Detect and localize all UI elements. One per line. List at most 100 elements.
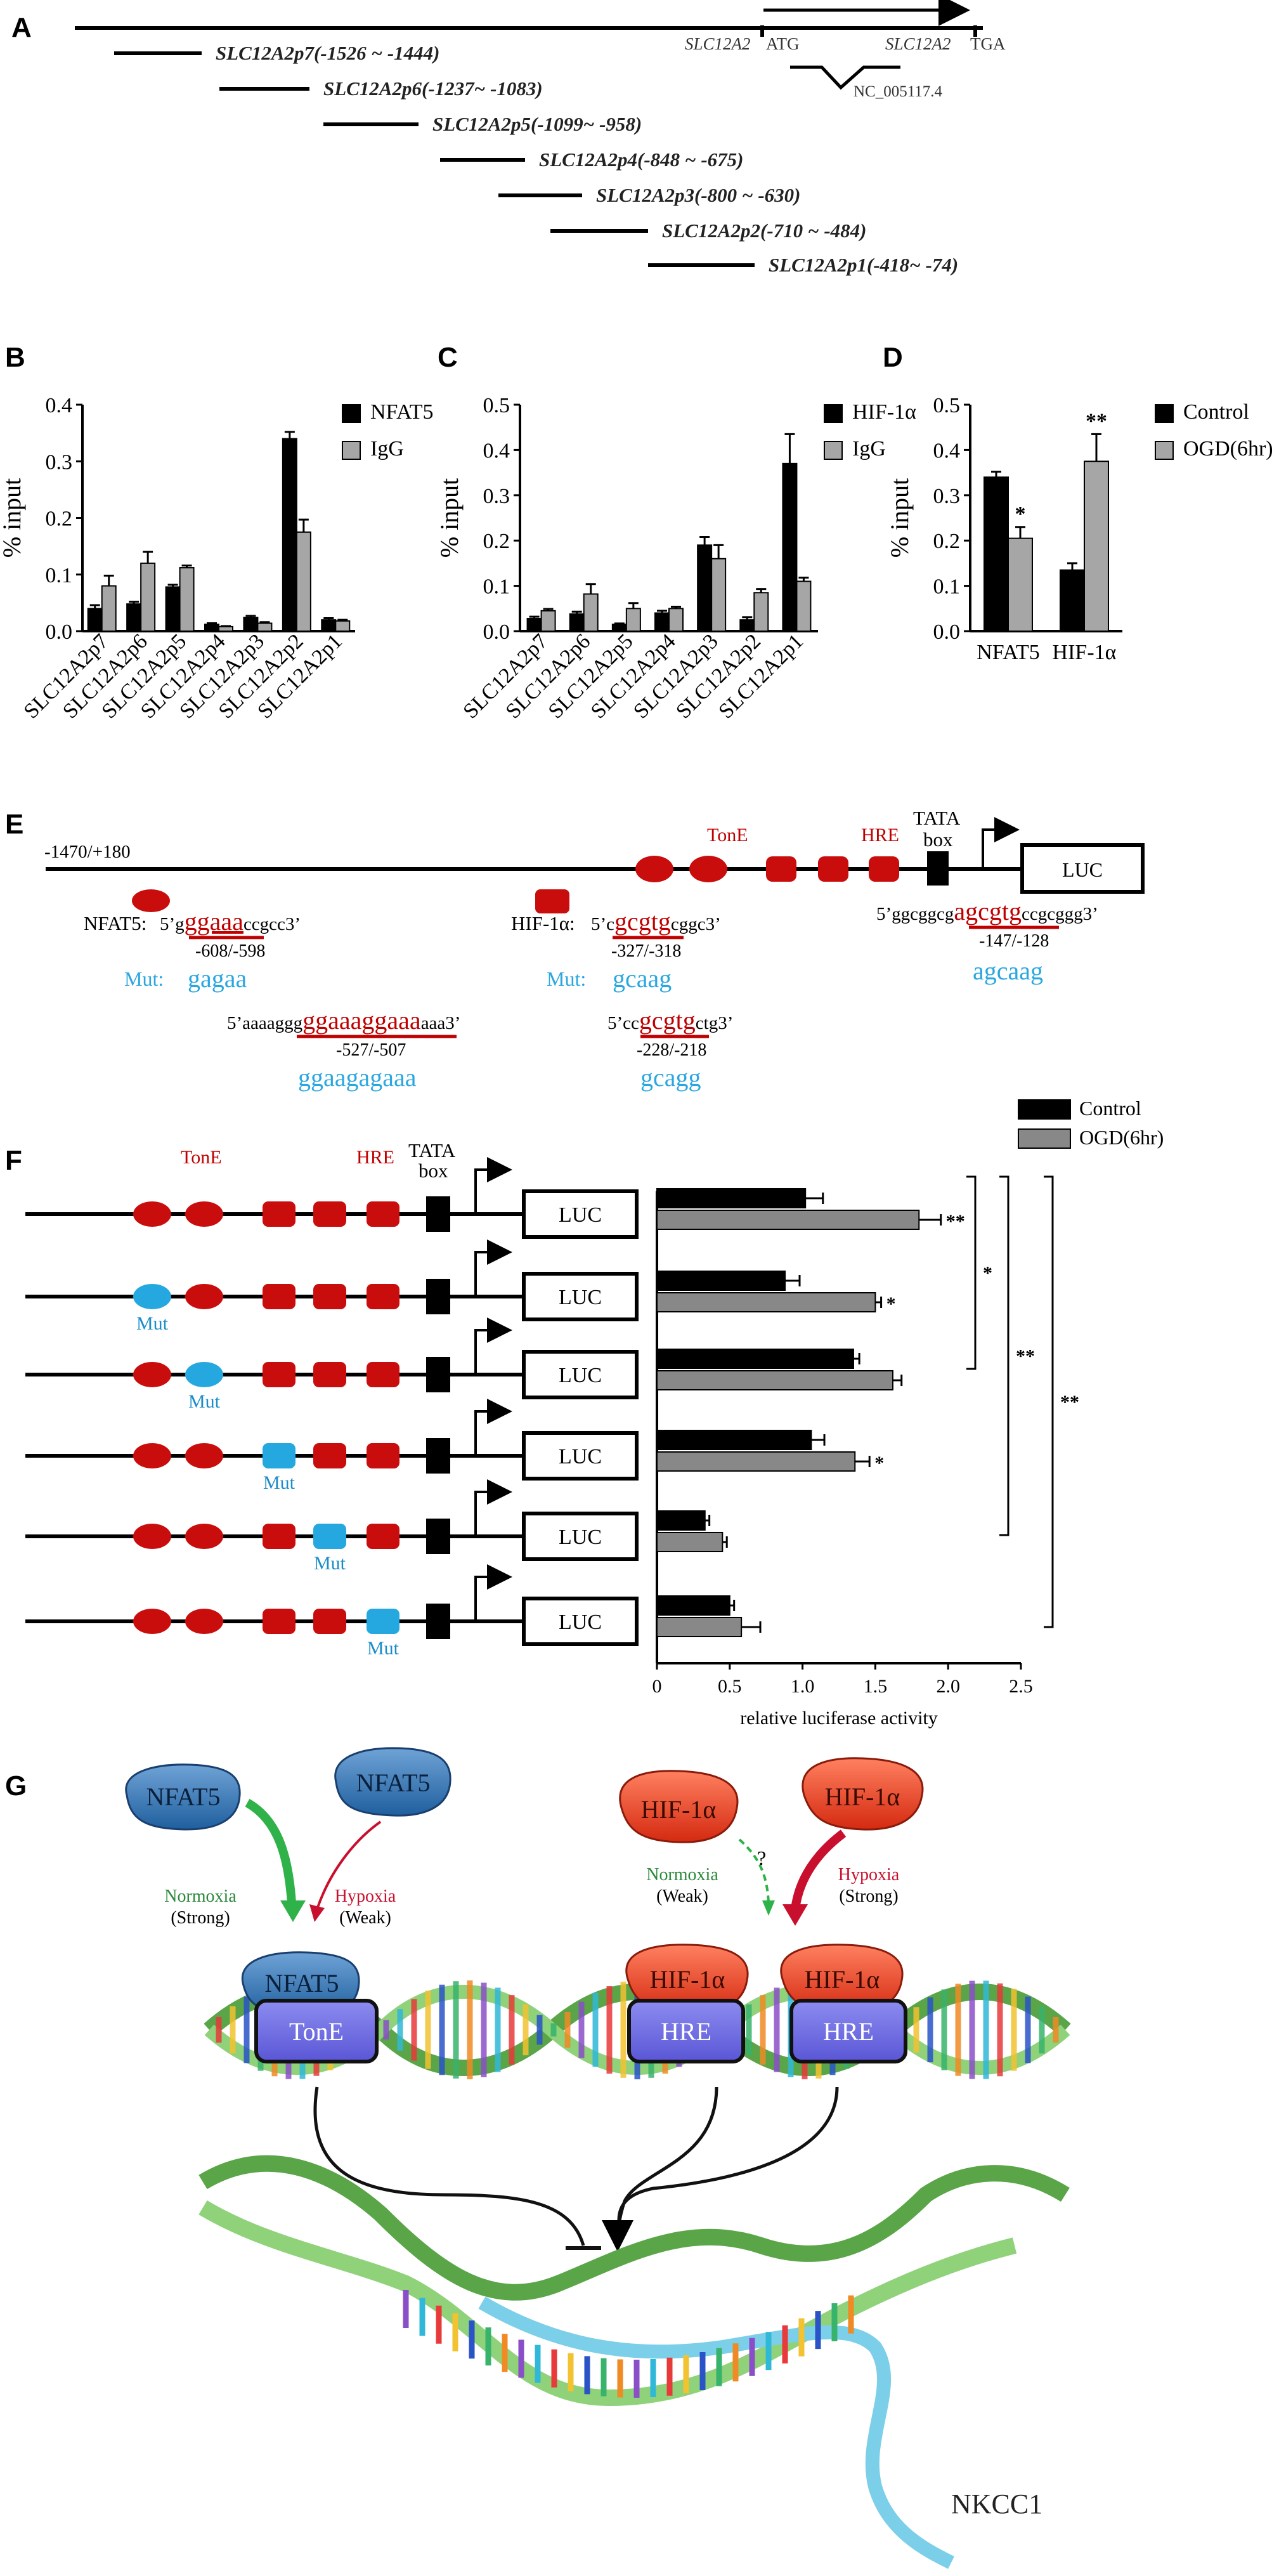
c-legend-swatch xyxy=(824,404,843,423)
intron-line xyxy=(790,65,900,90)
b-bar-IgG xyxy=(257,622,273,632)
normoxia-arrow-hif xyxy=(738,1838,770,1904)
b-bar-NFAT5 xyxy=(126,603,142,632)
f-bar-Control xyxy=(656,1595,730,1616)
luc-label: LUC xyxy=(1062,858,1103,881)
weak-label-nfat5: (Weak) xyxy=(339,1908,391,1928)
hre-element xyxy=(313,1362,346,1387)
c-bar-IgG xyxy=(796,580,812,632)
luc-box xyxy=(522,1350,639,1399)
d-ytick-label: 0.1 xyxy=(933,575,961,599)
d-bar-OGD(6hr) xyxy=(1084,461,1109,632)
b-legend-swatch xyxy=(342,404,361,423)
luc-label: LUC xyxy=(559,1203,602,1227)
tata-box xyxy=(927,851,949,886)
mut-label-1: Mut: xyxy=(124,967,164,990)
svg-text:HIF-1α: HIF-1α xyxy=(805,1965,880,1994)
mut-label: Mut xyxy=(136,1313,169,1334)
promoter-range: -1470/+180 xyxy=(44,842,131,862)
question-mark: ? xyxy=(757,1847,766,1869)
tata-box xyxy=(426,1438,450,1474)
c-bar-HIF-1α xyxy=(526,618,542,632)
tss-arrow xyxy=(474,1157,512,1214)
hif-protein-bound-1: HIF-1α xyxy=(625,1944,749,2015)
c-ytick-label: 0.5 xyxy=(483,394,510,417)
hre-box-1: HRE xyxy=(627,1999,745,2063)
chart-c: C 0.00.10.20.30.40.5% inputSLC12A2p7SLC1… xyxy=(435,342,916,723)
hypoxia-arrow-nfat5 xyxy=(316,1821,382,1910)
fragment-label-4: SLC12A2p4(-848 ~ -675) xyxy=(539,148,744,171)
hre-element xyxy=(367,1284,399,1309)
luc-box xyxy=(522,1512,639,1561)
tone-box: TonE xyxy=(254,1999,379,2063)
panel-f: F TonE HRE TATA box LUCMutLUCMutLUCMutLU… xyxy=(5,1097,1164,1729)
mut-label: Mut xyxy=(314,1553,346,1574)
fragment-label-2: SLC12A2p6(-1237~ -1083) xyxy=(323,77,543,100)
d-category-label: NFAT5 xyxy=(977,641,1040,664)
seq5-position: -147/-128 xyxy=(979,931,1049,951)
b-bar-IgG xyxy=(335,620,351,632)
luc-box xyxy=(522,1189,639,1239)
tone-element xyxy=(185,1284,223,1309)
c-ytick-label: 0.1 xyxy=(483,575,510,599)
f-bracket-label: ** xyxy=(1016,1346,1035,1367)
f-bar-significance: * xyxy=(886,1293,896,1314)
panel-letter-d: D xyxy=(883,342,903,373)
b-legend-label: NFAT5 xyxy=(370,400,434,424)
mutant-hre-element xyxy=(367,1609,399,1634)
b-bar-IgG xyxy=(140,562,156,632)
tga-label: TGA xyxy=(970,34,1006,53)
b-bar-NFAT5 xyxy=(282,438,297,632)
mutant-hre-element xyxy=(263,1443,295,1468)
f-bar-OGD(6hr) xyxy=(656,1370,893,1390)
fragment-label-7: SLC12A2p1(-418~ -74) xyxy=(769,254,958,276)
svg-text:HIF-1α: HIF-1α xyxy=(641,1795,717,1824)
gene-label-right: SLC12A2 xyxy=(885,34,951,53)
b-bar-IgG xyxy=(218,625,233,632)
activation-line-1 xyxy=(602,2086,718,2252)
hypoxia-arrow-hif xyxy=(791,1829,847,1910)
d-ylabel: % input xyxy=(885,478,914,558)
c-legend-label: HIF-1α xyxy=(852,400,916,424)
c-ytick-label: 0.3 xyxy=(483,485,510,508)
mut-label-2: Mut: xyxy=(547,967,586,990)
f-legend-label: OGD(6hr) xyxy=(1079,1126,1164,1149)
hre-element-1 xyxy=(766,856,796,882)
d-ytick-label: 0.2 xyxy=(933,530,961,553)
svg-text:NFAT5: NFAT5 xyxy=(356,1769,430,1797)
chart-b: B 0.00.10.20.30.4% inputSLC12A2p7SLC12A2… xyxy=(0,342,434,723)
tone-element xyxy=(133,1609,171,1634)
svg-text:HIF-1α: HIF-1α xyxy=(650,1965,725,1994)
panel-a: A SLC12A2 ATG SLC12A2 TGA NC_005117.4 SL… xyxy=(11,0,1006,276)
hif-legend-label: HIF-1α: xyxy=(511,912,575,934)
luc-box xyxy=(1020,843,1145,894)
hre-box-2: HRE xyxy=(789,1999,907,2063)
f-bar-OGD(6hr) xyxy=(656,1292,876,1312)
hre-element xyxy=(313,1609,346,1634)
hif-protein-free-2: HIF-1α xyxy=(802,1757,924,1831)
seq4-position: -228/-218 xyxy=(637,1040,706,1060)
tone-label: TonE xyxy=(707,825,748,846)
weak-label-hif: (Weak) xyxy=(656,1886,708,1906)
tone-element xyxy=(133,1524,171,1549)
tone-element xyxy=(185,1443,223,1468)
f-bar-significance: ** xyxy=(946,1211,965,1232)
c-ytick-label: 0.2 xyxy=(483,530,510,553)
nfat5-protein-free-2: NFAT5 xyxy=(334,1747,451,1817)
hre-element xyxy=(313,1201,346,1227)
svg-text:NFAT5: NFAT5 xyxy=(264,1969,339,1997)
d-legend-swatch xyxy=(1155,441,1174,460)
f-legend-swatch xyxy=(1018,1099,1071,1120)
f-xtick-label: 0.5 xyxy=(718,1676,742,1697)
b-ytick-label: 0.2 xyxy=(46,507,73,531)
b-bar-NFAT5 xyxy=(321,619,337,632)
nkcc1-label: NKCC1 xyxy=(951,2488,1042,2520)
d-legend-label: OGD(6hr) xyxy=(1183,437,1273,461)
tata-label-2: box xyxy=(923,828,953,851)
nfat5-protein-free-1: NFAT5 xyxy=(125,1763,241,1831)
tone-element xyxy=(185,1524,223,1549)
accession-label: NC_005117.4 xyxy=(854,83,943,100)
tss-arrow xyxy=(474,1564,512,1621)
tss-arrow xyxy=(474,1399,512,1456)
hre-element xyxy=(367,1362,399,1387)
